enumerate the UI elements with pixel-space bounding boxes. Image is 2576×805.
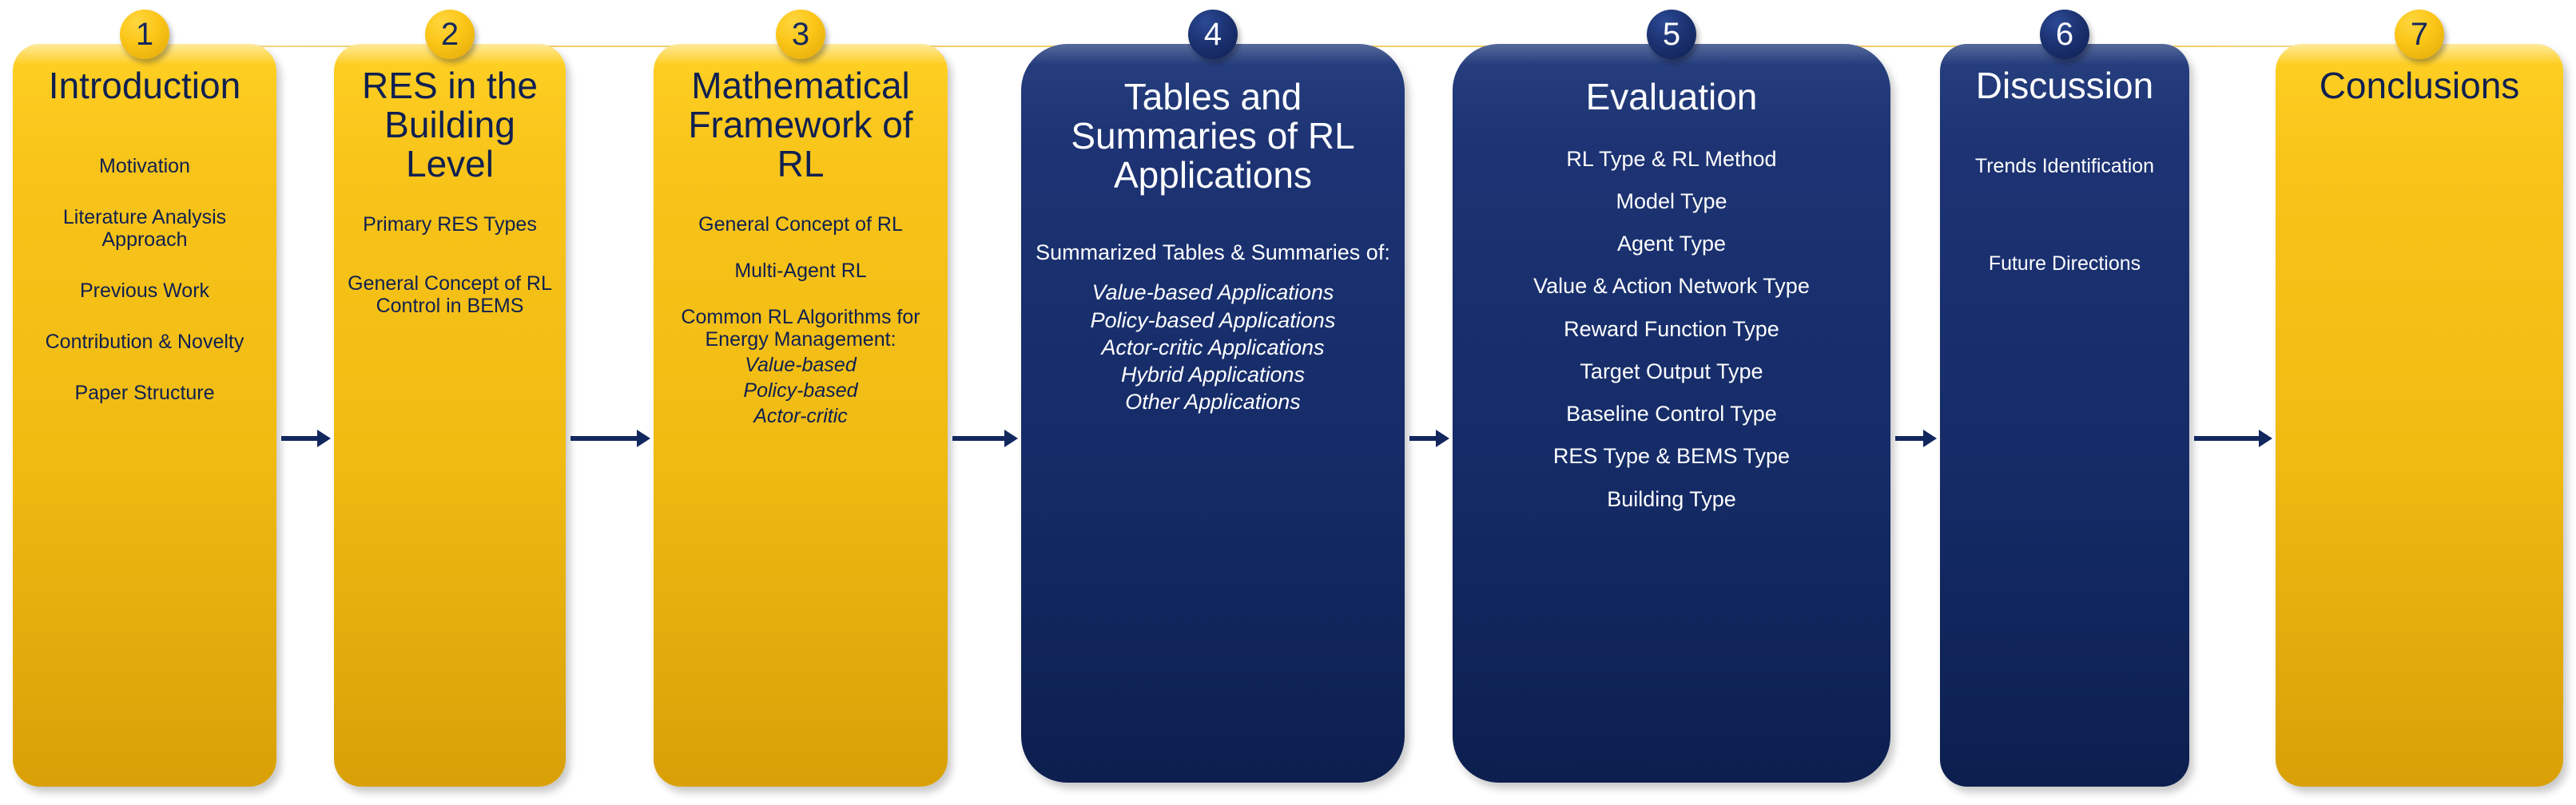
step-item: General Concept of RL: [698, 213, 903, 236]
step-item: Reward Function Type: [1564, 316, 1779, 341]
step-item: Contribution & Novelty: [45, 330, 244, 353]
flow-arrow-1-to-2: [281, 430, 331, 447]
step-number-badge-2: 2: [425, 10, 475, 59]
step-item: Value & Action Network Type: [1533, 274, 1810, 299]
step-title-1: Introduction: [48, 65, 241, 106]
step-item: Motivation: [99, 154, 190, 177]
step-item: Primary RES Types: [363, 213, 537, 236]
step-item-list-3: General Concept of RL Multi-Agent RL Commo…: [662, 213, 940, 427]
arrow-shaft: [1409, 436, 1436, 441]
arrow-head-icon: [2259, 430, 2272, 447]
step-item: Summarized Tables & Summaries of:: [1036, 240, 1390, 265]
step-item: Hybrid Applications: [1120, 363, 1306, 387]
step-item: Policy-based: [743, 379, 858, 402]
step-item: Actor-critic: [753, 405, 848, 428]
step-item: General Concept of RL Control in BEMS: [348, 272, 552, 318]
step-item: Other Applications: [1125, 390, 1301, 414]
step-number-badge-3: 3: [776, 10, 825, 59]
arrow-shaft: [952, 436, 1004, 441]
step-title-2: RES in the Building Level: [362, 65, 538, 184]
step-number-badge-5: 5: [1647, 10, 1696, 59]
step-title-6: Discussion: [1975, 65, 2154, 106]
arrow-shaft: [570, 436, 637, 441]
step-number-badge-6: 6: [2040, 10, 2089, 59]
step-item: RL Type & RL Method: [1566, 146, 1777, 171]
step-card-7[interactable]: Conclusions: [2276, 44, 2563, 787]
arrow-shaft: [1895, 436, 1923, 441]
step-item: Trends Identification: [1974, 154, 2155, 177]
step-title-7: Conclusions: [2319, 65, 2520, 106]
step-item: Agent Type: [1616, 232, 1727, 256]
arrow-head-icon: [1923, 430, 1937, 447]
step-item: Actor-critic Applications: [1101, 335, 1325, 359]
flow-arrow-5-to-6: [1895, 430, 1937, 447]
step-item: Multi-Agent RL: [734, 260, 867, 283]
step-item: Previous Work: [79, 279, 210, 302]
arrow-shaft: [281, 436, 317, 441]
step-number-badge-1: 1: [120, 10, 169, 59]
flow-arrow-3-to-4: [952, 430, 1018, 447]
step-item: Value-based Applications: [1091, 280, 1334, 305]
arrow-head-icon: [317, 430, 331, 447]
step-card-3[interactable]: Mathematical Framework of RL General Conc…: [654, 44, 948, 787]
flow-arrow-4-to-5: [1409, 430, 1449, 447]
arrow-shaft: [2194, 436, 2259, 441]
step-title-4: Tables and Summaries of RL Applications: [1071, 76, 1355, 196]
step-item: Baseline Control Type: [1566, 402, 1777, 426]
arrow-head-icon: [637, 430, 650, 447]
step-item: RES Type & BEMS Type: [1552, 444, 1791, 469]
step-item: Common RL Algorithms for Energy Manageme…: [681, 306, 920, 351]
step-item: Paper Structure: [74, 381, 215, 404]
step-item: Building Type: [1607, 486, 1736, 511]
step-title-3: Mathematical Framework of RL: [688, 65, 913, 184]
step-item-list-4: Summarized Tables & Summaries of: Value-b…: [1029, 240, 1397, 414]
flow-arrow-2-to-3: [570, 430, 650, 447]
flow-arrow-6-to-7: [2194, 430, 2272, 447]
step-item: Target Output Type: [1580, 359, 1763, 383]
step-number-badge-4: 4: [1188, 10, 1238, 59]
step-item: Value-based: [745, 354, 857, 377]
arrow-head-icon: [1436, 430, 1449, 447]
step-item: Policy-based Applications: [1090, 307, 1336, 332]
step-number-badge-7: 7: [2395, 10, 2444, 59]
step-item: Model Type: [1616, 188, 1727, 213]
step-title-5: Evaluation: [1585, 76, 1758, 117]
step-item: Literature Analysis Approach: [62, 205, 227, 251]
step-item: Future Directions: [1988, 252, 2141, 275]
arrow-head-icon: [1004, 430, 1018, 447]
